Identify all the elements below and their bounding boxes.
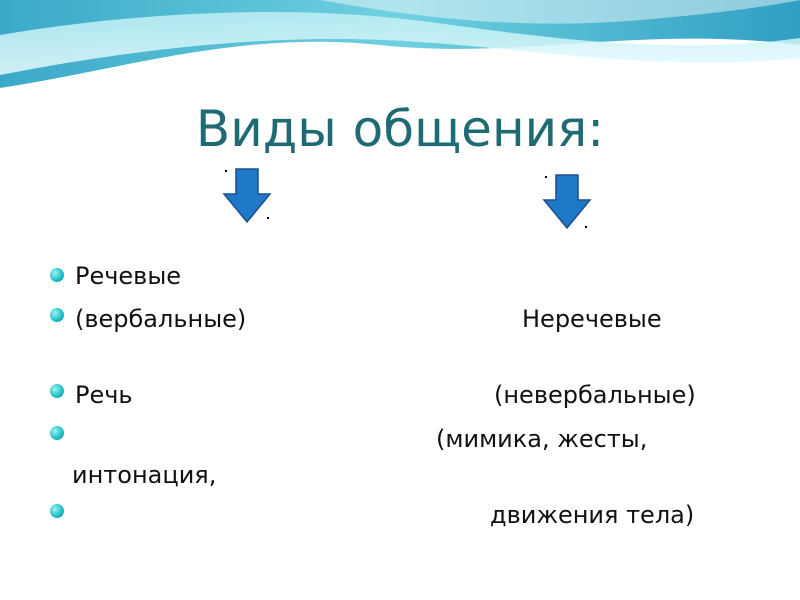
left-line-verbal: (вербальные) [75, 305, 247, 333]
bullet-icon [50, 426, 64, 440]
slide-title: Виды общения: [195, 100, 605, 158]
wave-header-decoration [0, 0, 800, 100]
down-arrow-icon [542, 174, 592, 230]
left-line-speech: Речевые [75, 262, 182, 290]
right-line-body: движения тела) [490, 501, 695, 529]
bullet-icon [50, 268, 64, 282]
bullet-icon [50, 384, 64, 398]
bullet-icon [50, 504, 64, 518]
decorative-dot [267, 217, 269, 219]
decorative-dot [545, 176, 547, 178]
decorative-dot [585, 226, 587, 228]
right-line-nonverbal: (невербальные) [494, 381, 696, 409]
right-line-nonspeech: Неречевые [522, 305, 662, 333]
right-line-mimics: (мимика, жесты, [436, 425, 648, 453]
decorative-dot [225, 170, 227, 172]
down-arrow-icon [222, 168, 272, 224]
left-line-intonation: интонация, [72, 461, 217, 489]
bullet-icon [50, 308, 64, 322]
left-line-rech: Речь [75, 381, 133, 409]
